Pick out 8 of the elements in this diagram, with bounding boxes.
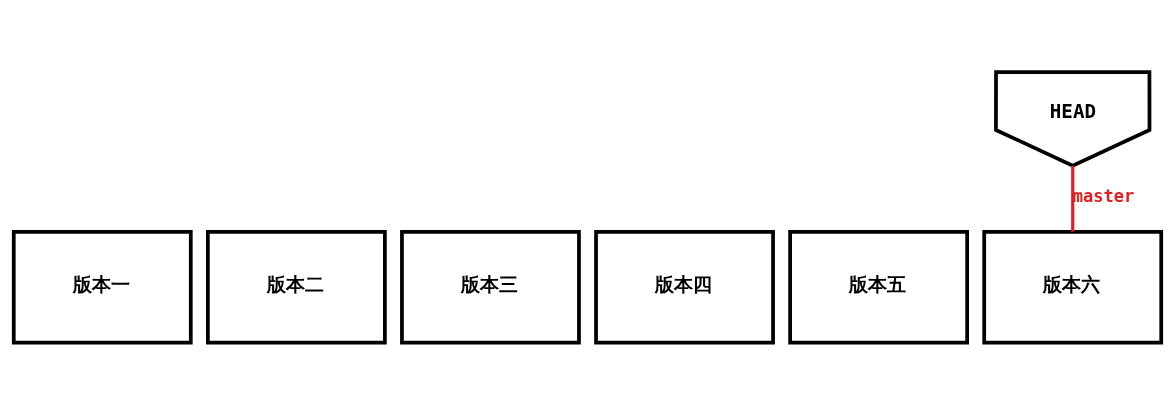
node-box: 版本四 — [594, 229, 775, 345]
connector — [1071, 165, 1075, 232]
node-box: 版本五 — [788, 229, 969, 345]
node-box: 版本三 — [400, 229, 581, 345]
edge-label: master — [1072, 185, 1135, 206]
node-box: 版本二 — [206, 229, 387, 345]
node-box: 版本一 — [11, 229, 193, 345]
node-box: 版本六 — [982, 229, 1164, 345]
